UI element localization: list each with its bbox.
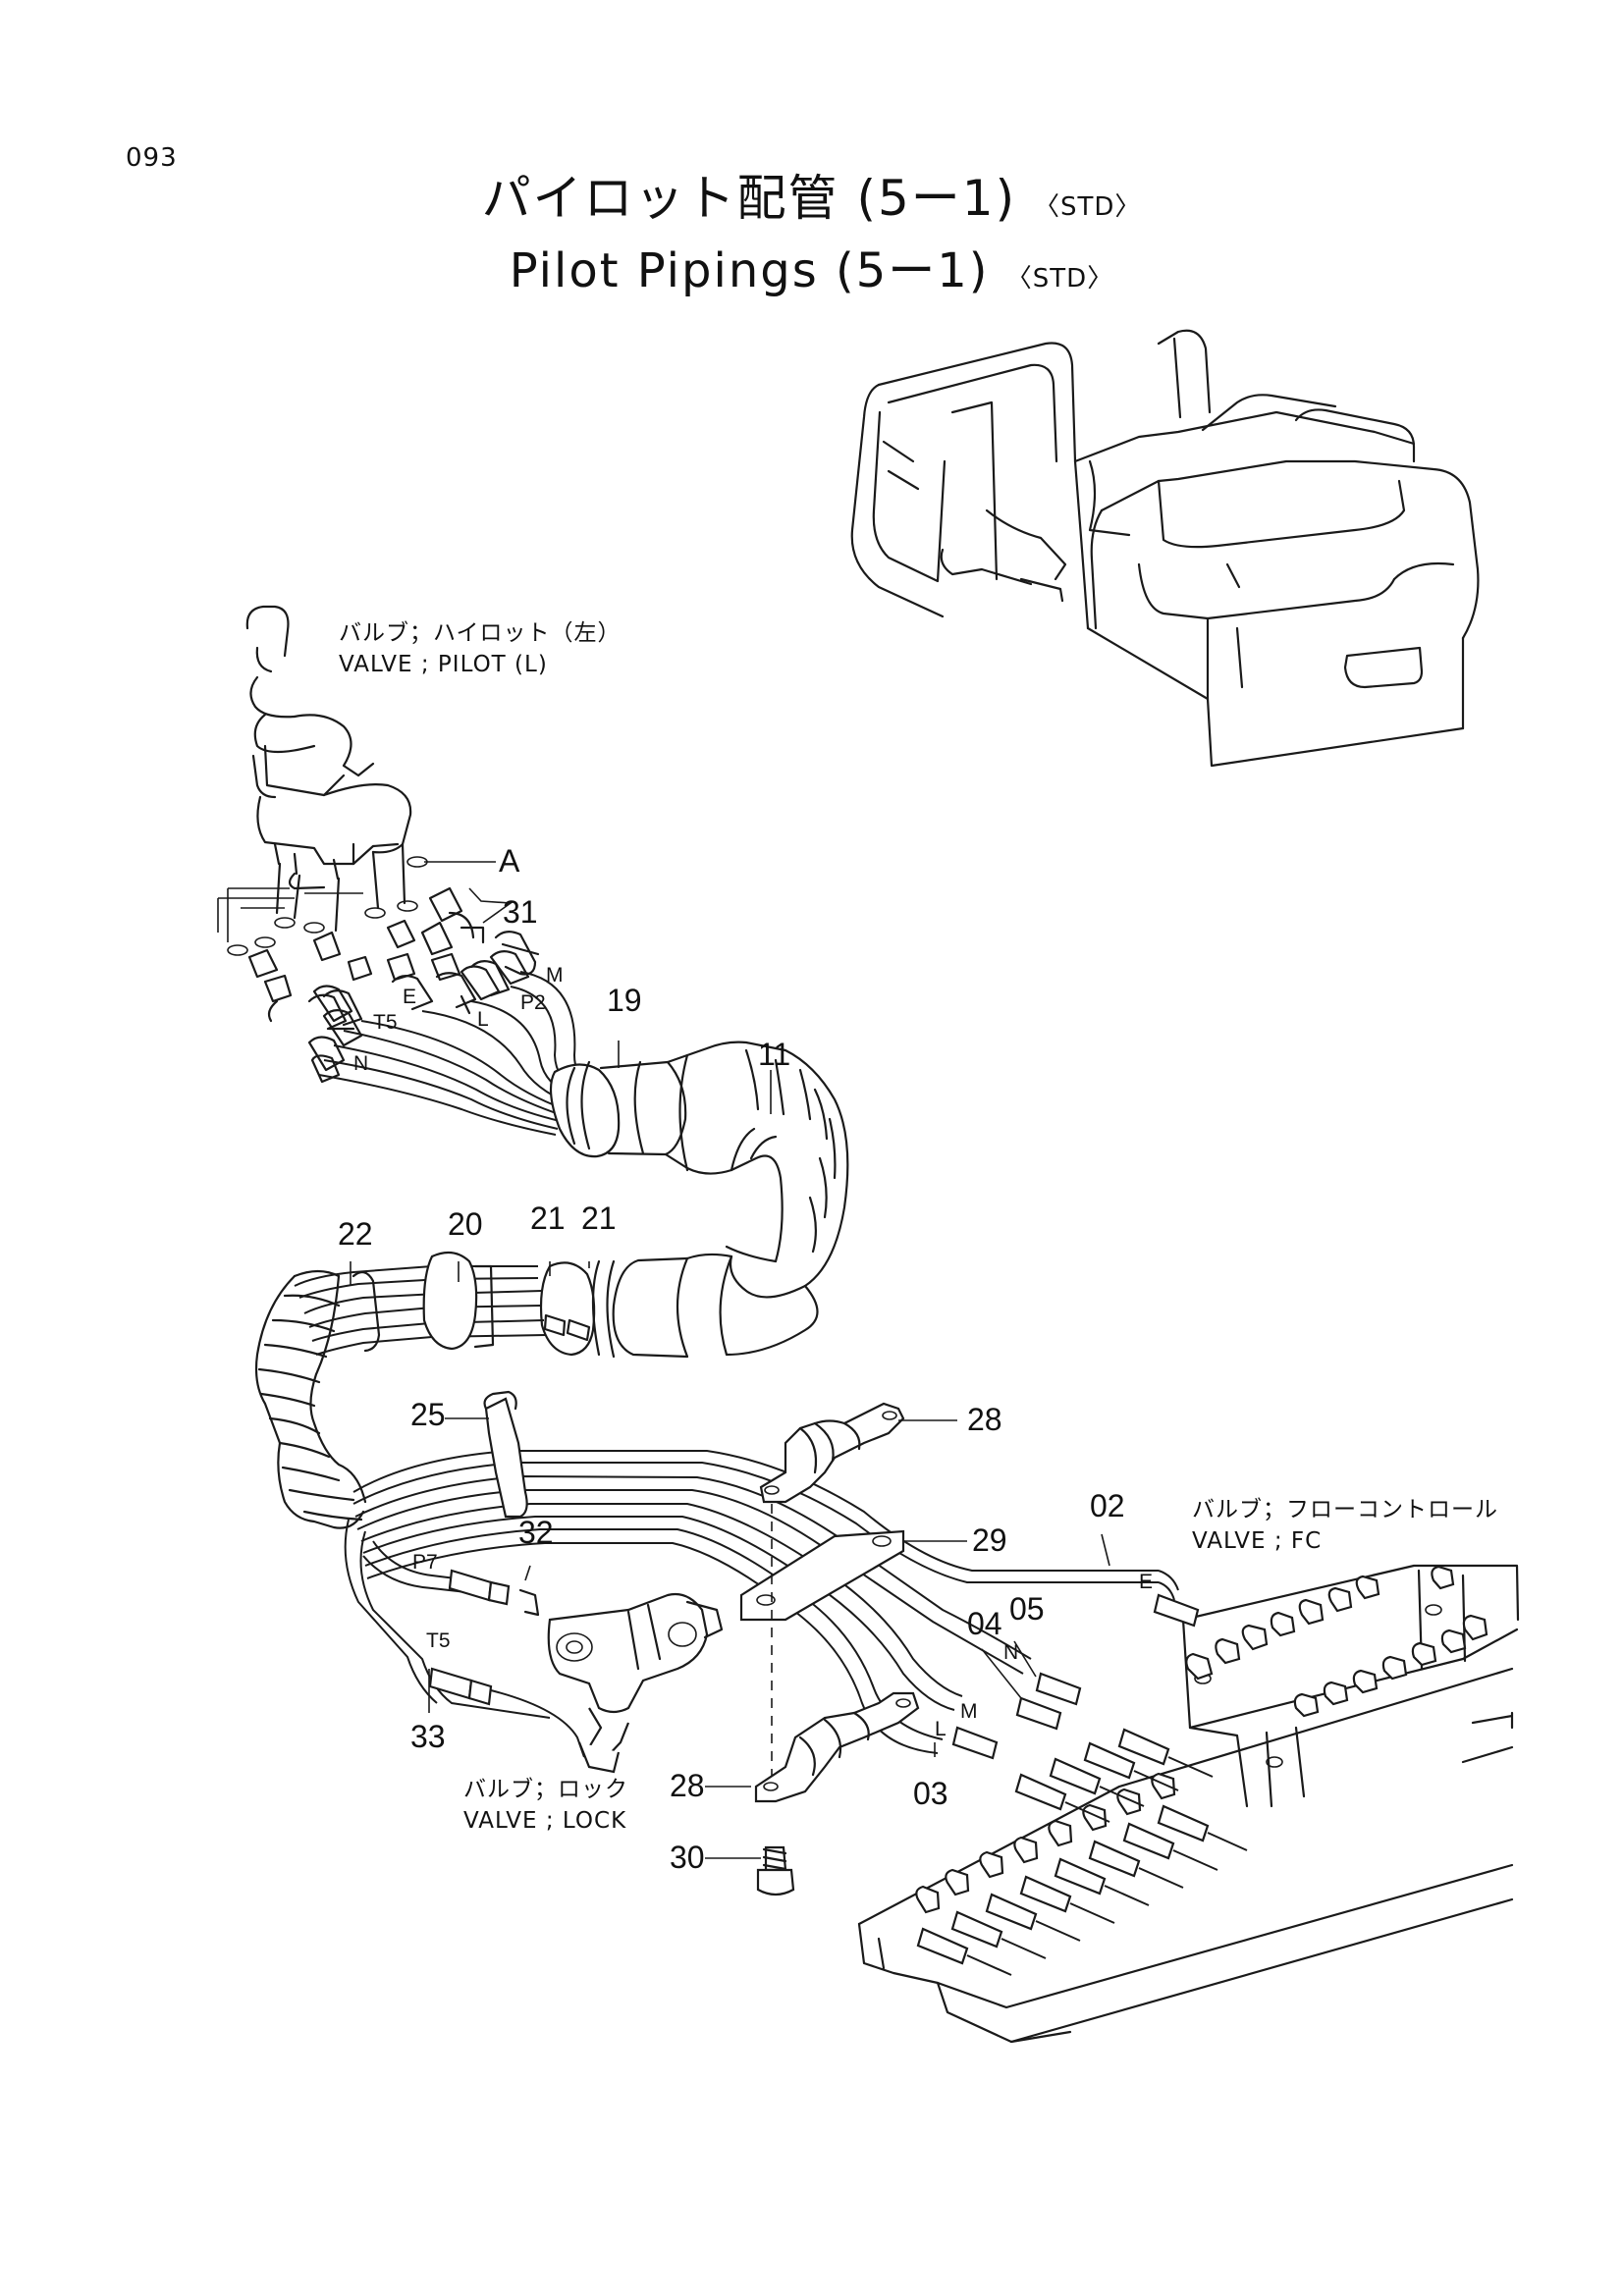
fc-hose-ends-E-N-M-L bbox=[951, 1593, 1200, 1760]
callout-11: 11 bbox=[758, 1037, 790, 1072]
title-english: Pilot Pipings (5ー1) 〈STD〉 bbox=[0, 232, 1623, 300]
clamp-28-upper bbox=[759, 1402, 905, 1504]
port-T5: T5 bbox=[373, 1011, 398, 1034]
port-L: L bbox=[477, 1008, 489, 1031]
callout-labels: A 31 19 11 22 20 21 21 25 28 29 32 02 05… bbox=[338, 843, 1125, 1875]
callout-03: 03 bbox=[913, 1776, 948, 1811]
port-T5-lock: T5 bbox=[426, 1629, 451, 1652]
spiral-wrap-22 bbox=[254, 1269, 381, 1529]
callout-30: 30 bbox=[670, 1840, 705, 1875]
callout-04: 04 bbox=[967, 1606, 1002, 1641]
callout-28-upper: 28 bbox=[967, 1402, 1002, 1437]
bolt-30 bbox=[756, 1845, 795, 1896]
flow-control-valve-drawing bbox=[1181, 1564, 1520, 1808]
callout-29: 29 bbox=[972, 1522, 1007, 1558]
port-N-fc: N bbox=[1003, 1641, 1018, 1664]
fc-valve-port-fittings bbox=[1185, 1565, 1488, 1718]
title-english-text: Pilot Pipings (5ー1) bbox=[509, 243, 990, 298]
component-captions: バルブ；ハイロット（左） VALVE ; PILOT (L) バルブ；フローコン… bbox=[339, 620, 1498, 1834]
port-N: N bbox=[353, 1052, 368, 1075]
port-letter-labels: M P2 E L T5 N P7 T5 E N M L bbox=[353, 964, 1153, 1740]
title-japanese-text: パイロット配管 (5ー1) bbox=[481, 170, 1017, 227]
hose-protector-19 bbox=[549, 1060, 687, 1158]
clamp-28-lower bbox=[754, 1691, 920, 1803]
caption-lock-valve-ja: バルブ；ロック bbox=[463, 1777, 628, 1802]
clamp-25 bbox=[483, 1390, 528, 1519]
callout-21a: 21 bbox=[530, 1201, 566, 1236]
port-P7: P7 bbox=[412, 1551, 438, 1574]
callout-02: 02 bbox=[1090, 1488, 1125, 1523]
callout-22: 22 bbox=[338, 1216, 373, 1252]
leader-lines bbox=[350, 861, 1110, 1859]
caption-lock-valve-en: VALVE ; LOCK bbox=[463, 1808, 626, 1834]
callout-32: 32 bbox=[518, 1515, 554, 1550]
port-P2: P2 bbox=[520, 991, 546, 1014]
callout-21b: 21 bbox=[581, 1201, 617, 1236]
hose-32-33 bbox=[428, 1569, 585, 1758]
plate-29 bbox=[739, 1529, 905, 1622]
title-english-std: 〈STD〉 bbox=[1005, 264, 1114, 294]
callout-33: 33 bbox=[410, 1719, 446, 1754]
title-japanese: パイロット配管 (5ー1) 〈STD〉 bbox=[0, 159, 1623, 230]
caption-fc-valve-en: VALVE ; FC bbox=[1192, 1528, 1322, 1554]
excavator-overview-illustration bbox=[850, 329, 1480, 768]
callout-20: 20 bbox=[448, 1206, 483, 1242]
hose-sleeve-11 bbox=[612, 1041, 849, 1359]
port-L-fc: L bbox=[935, 1718, 947, 1740]
lock-valve-drawing bbox=[547, 1592, 724, 1774]
callout-05: 05 bbox=[1009, 1591, 1045, 1627]
callout-28-lower: 28 bbox=[670, 1768, 705, 1803]
port-M-fc: M bbox=[960, 1700, 978, 1723]
port-M: M bbox=[546, 964, 564, 987]
callout-31: 31 bbox=[503, 894, 538, 930]
callout-25: 25 bbox=[410, 1397, 446, 1432]
base-frame-fittings bbox=[915, 1728, 1248, 1976]
caption-fc-valve-ja: バルブ；フローコントロール bbox=[1192, 1497, 1498, 1522]
pilot-valve-left-drawing bbox=[217, 605, 428, 956]
callout-A: A bbox=[499, 843, 520, 879]
port-E: E bbox=[403, 986, 416, 1008]
clamp-set-21-20 bbox=[294, 1251, 616, 1359]
caption-pilot-valve-ja: バルブ；ハイロット（左） bbox=[339, 620, 622, 646]
port-E-fc: E bbox=[1139, 1571, 1153, 1593]
caption-pilot-valve-en: VALVE ; PILOT (L) bbox=[339, 652, 548, 677]
title-japanese-std: 〈STD〉 bbox=[1034, 192, 1142, 222]
page-number: 093 bbox=[126, 143, 178, 173]
callout-19: 19 bbox=[607, 983, 642, 1018]
